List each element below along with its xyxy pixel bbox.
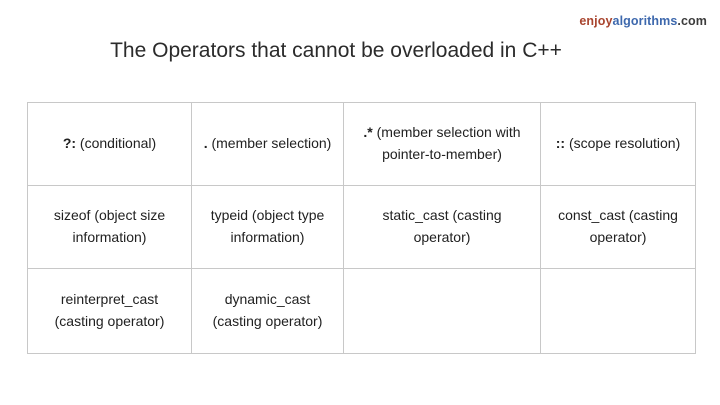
brand-logo-algorithms: algorithms — [612, 14, 678, 28]
operator-description: (member selection with pointer-to-member… — [372, 124, 521, 162]
operator-description: reinterpret_cast (casting operator) — [54, 291, 165, 329]
brand-logo: enjoyalgorithms.com — [579, 14, 707, 28]
table-row: reinterpret_cast (casting operator) dyna… — [27, 268, 696, 354]
table-cell-typeid: typeid (object type information) — [191, 185, 344, 269]
operator-description: static_cast (casting operator) — [382, 207, 502, 245]
table-cell-conditional: ?: (conditional) — [27, 102, 192, 186]
table-cell-member-selection: . (member selection) — [191, 102, 344, 186]
operator-description: (member selection) — [207, 135, 332, 152]
operators-table: ?: (conditional) . (member selection) .*… — [27, 102, 696, 354]
table-cell-static-cast: static_cast (casting operator) — [343, 185, 541, 269]
operator-description: (scope resolution) — [565, 135, 681, 152]
operator-symbol: ?: — [62, 135, 77, 152]
table-cell-dynamic-cast: dynamic_cast (casting operator) — [191, 268, 344, 354]
table-cell-empty — [343, 268, 541, 354]
table-cell-empty — [540, 268, 696, 354]
operator-description: typeid (object type information) — [210, 207, 325, 245]
operator-symbol: :: — [555, 135, 566, 152]
operator-description: const_cast (casting operator) — [558, 207, 678, 245]
table-row: ?: (conditional) . (member selection) .*… — [27, 102, 696, 186]
table-cell-pointer-to-member: .* (member selection with pointer-to-mem… — [343, 102, 541, 186]
table-cell-sizeof: sizeof (object size information) — [27, 185, 192, 269]
brand-logo-enjoy: enjoy — [579, 14, 613, 28]
table-cell-scope-resolution: :: (scope resolution) — [540, 102, 696, 186]
table-row: sizeof (object size information) typeid … — [27, 185, 696, 269]
operator-description: (conditional) — [76, 135, 157, 152]
operator-symbol: .* — [363, 124, 373, 141]
operator-symbol: . — [203, 135, 208, 152]
operator-description: dynamic_cast (casting operator) — [212, 291, 323, 329]
brand-logo-tld: .com — [677, 14, 707, 28]
table-cell-reinterpret-cast: reinterpret_cast (casting operator) — [27, 268, 192, 354]
page-title: The Operators that cannot be overloaded … — [110, 39, 562, 62]
operator-description: sizeof (object size information) — [53, 207, 166, 245]
table-cell-const-cast: const_cast (casting operator) — [540, 185, 696, 269]
